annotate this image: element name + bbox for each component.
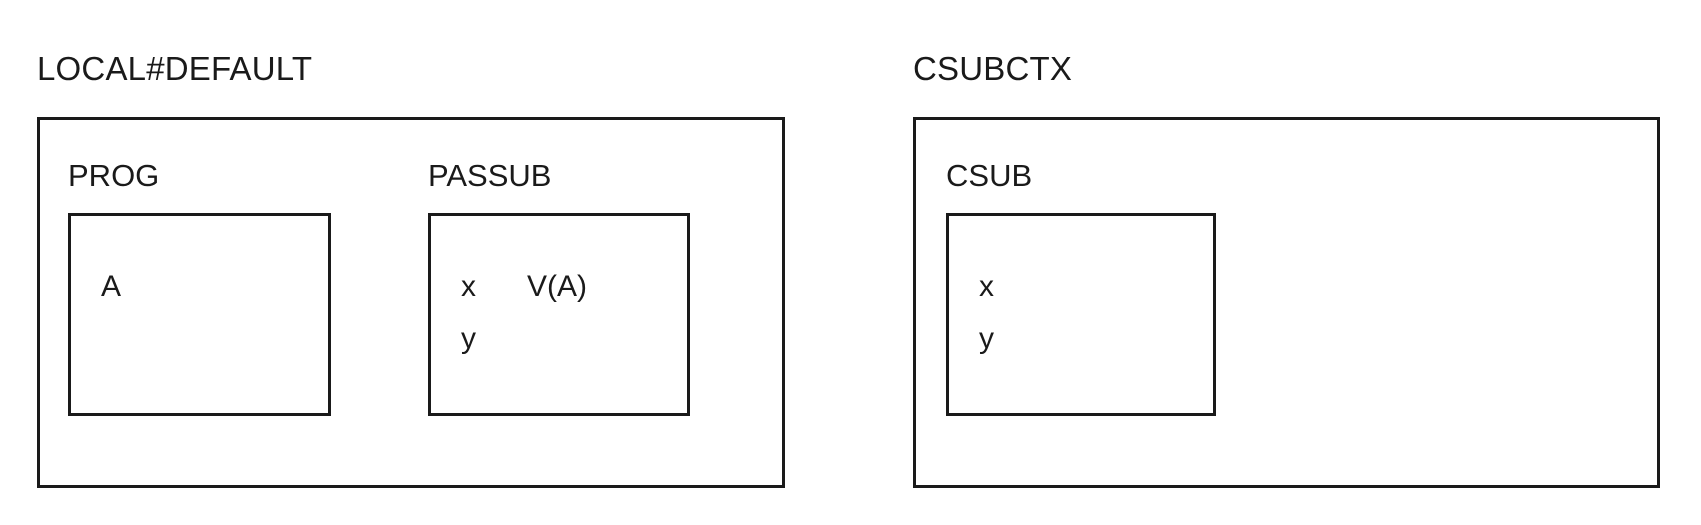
variable-list-csub: x y xyxy=(979,272,1207,376)
scope-box-passub: x V(A) y xyxy=(428,213,690,416)
variable-row: x V(A) xyxy=(461,272,681,324)
context-box-csubctx: CSUB x y xyxy=(913,117,1660,488)
variable-name: y xyxy=(461,322,476,355)
variable-name: x xyxy=(461,270,476,303)
variable-row: A xyxy=(101,272,322,324)
scope-box-prog: A xyxy=(68,213,331,416)
variable-name: x xyxy=(979,270,994,303)
variable-row: x xyxy=(979,272,1207,324)
variable-row: y xyxy=(979,324,1207,376)
variable-list-prog: A xyxy=(101,272,322,324)
context-title-local-default: LOCAL#DEFAULT xyxy=(37,50,313,87)
scope-title-prog: PROG xyxy=(68,158,160,193)
context-box-local-default: PROG A PASSUB x xyxy=(37,117,785,488)
variable-list-passub: x V(A) y xyxy=(461,272,681,376)
context-title-csubctx: CSUBCTX xyxy=(913,50,1073,87)
context-local-default: LOCAL#DEFAULT PROG A PASSUB xyxy=(0,0,800,525)
scope-box-csub: x y xyxy=(946,213,1216,416)
variable-name: A xyxy=(101,270,122,303)
scope-title-csub: CSUB xyxy=(946,158,1033,193)
scope-title-passub: PASSUB xyxy=(428,158,552,193)
variable-name: y xyxy=(979,322,994,355)
variable-value: V(A) xyxy=(527,270,587,303)
variable-row: y xyxy=(461,324,681,376)
